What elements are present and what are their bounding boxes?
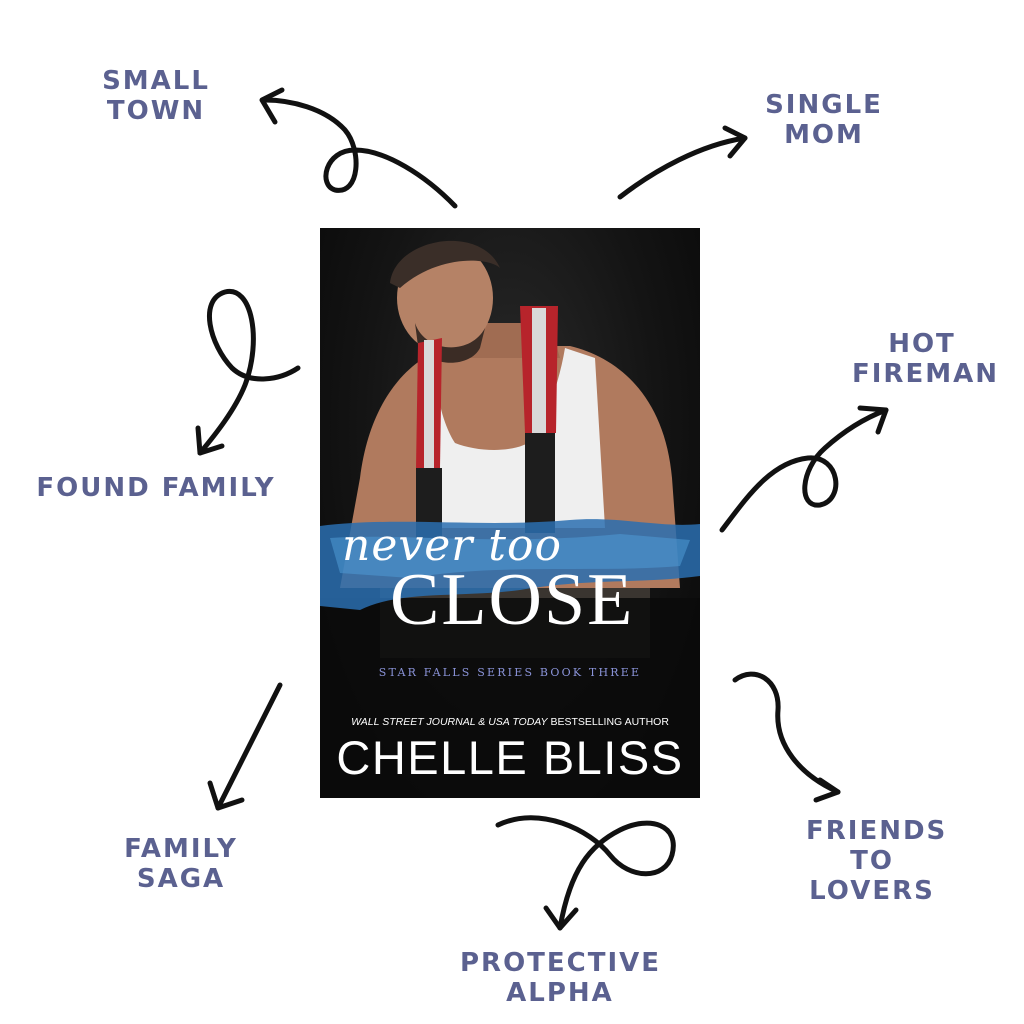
trope-friends-to-lovers: FRIENDS TO LOVERS xyxy=(806,816,948,906)
trope-hot-fireman: HOT FIREMAN xyxy=(852,329,999,389)
trope-single-mom: SINGLE MOM xyxy=(762,90,886,150)
trope-line: FRIENDS xyxy=(806,816,948,846)
cover-author-name: CHELLE BLISS xyxy=(336,731,684,784)
cover-watercolor-highlight xyxy=(330,534,690,578)
trope-line: FAMILY xyxy=(124,834,238,864)
curly-arrow-icon xyxy=(207,682,283,811)
trope-line: FOUND FAMILY xyxy=(36,473,276,503)
trope-line: SMALL xyxy=(102,66,210,96)
trope-line: ALPHA xyxy=(506,978,614,1008)
cover-tagline-rest: BESTSELLING AUTHOR xyxy=(547,716,669,728)
trope-line: MOM xyxy=(784,120,864,150)
curly-arrow-icon xyxy=(495,815,676,931)
trope-line: TO xyxy=(850,846,894,876)
cover-figure-hair xyxy=(390,240,500,288)
trope-line: SAGA xyxy=(136,864,226,894)
trope-line: TOWN xyxy=(106,96,206,126)
trope-line: HOT xyxy=(888,329,956,359)
cover-tagline-italic: WALL STREET JOURNAL & USA TODAY xyxy=(351,716,548,728)
trope-family-saga: FAMILY SAGA xyxy=(118,834,244,894)
book-cover: never too CLOSE STAR FALLS SERIES BOOK T… xyxy=(320,228,700,798)
cover-title-main: CLOSE xyxy=(390,559,635,641)
cover-title-script: never too xyxy=(342,520,562,571)
cover-author-tagline: WALL STREET JOURNAL & USA TODAY BESTSELL… xyxy=(320,716,700,728)
trope-line: LOVERS xyxy=(809,876,935,906)
cover-figure-tanktop xyxy=(420,348,605,528)
curly-arrow-icon xyxy=(195,289,301,456)
cover-strap-right xyxy=(525,433,555,533)
cover-dark-fade xyxy=(320,598,700,798)
trope-protective-alpha: PROTECTIVE ALPHA xyxy=(460,948,660,1008)
cover-artwork xyxy=(320,240,700,798)
trope-line: PROTECTIVE xyxy=(460,948,662,978)
cover-suspender-reflector xyxy=(532,308,546,433)
cover-series-line: STAR FALLS SERIES BOOK THREE xyxy=(378,666,642,679)
trope-line: FIREMAN xyxy=(852,359,999,389)
curly-arrow-icon xyxy=(732,671,841,803)
curly-arrow-icon xyxy=(719,405,889,533)
trope-small-town: SMALL TOWN xyxy=(100,66,212,126)
cover-suspender-reflector xyxy=(424,340,434,468)
curly-arrow-icon xyxy=(617,125,748,200)
curly-arrow-icon xyxy=(259,87,458,209)
trope-found-family: FOUND FAMILY xyxy=(36,473,276,503)
trope-line: SINGLE xyxy=(765,90,883,120)
